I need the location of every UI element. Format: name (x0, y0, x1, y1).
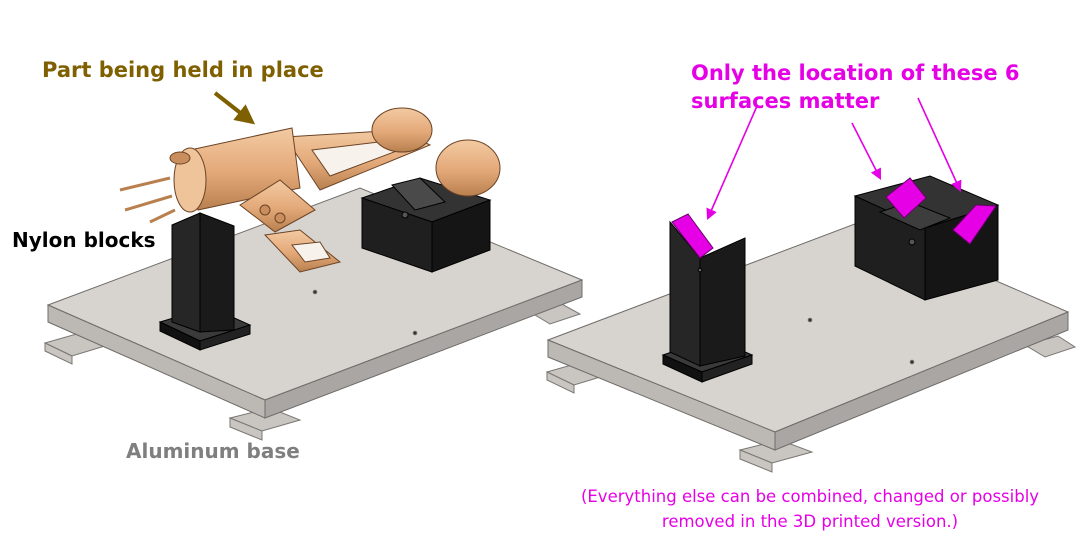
nylon-post-block-left (158, 212, 252, 351)
nylon-v-block-left (360, 177, 492, 273)
surface-arrow-1 (706, 105, 758, 221)
nylon-v-block-right (853, 175, 1000, 301)
right-fixture (545, 97, 1077, 473)
surfaces-label: Only the location of these 6 surfaces ma… (691, 61, 1020, 113)
surface-arrow-3 (917, 97, 962, 193)
nylon-blocks-label: Nylon blocks (12, 228, 156, 252)
footnote: (Everything else can be combined, change… (580, 487, 1040, 531)
aluminum-base-left (46, 187, 584, 419)
part-arrow (213, 91, 256, 125)
nylon-post-block-right (661, 213, 754, 383)
aluminum-base-label: Aluminum base (126, 439, 300, 463)
highlight-surface-3 (952, 204, 997, 245)
highlight-surface-1 (671, 213, 714, 259)
held-part (119, 107, 501, 273)
part-label: Part being held in place (42, 58, 324, 82)
highlight-surface-2 (885, 177, 927, 219)
left-fixture (43, 91, 584, 441)
surface-arrow-2 (851, 122, 882, 180)
